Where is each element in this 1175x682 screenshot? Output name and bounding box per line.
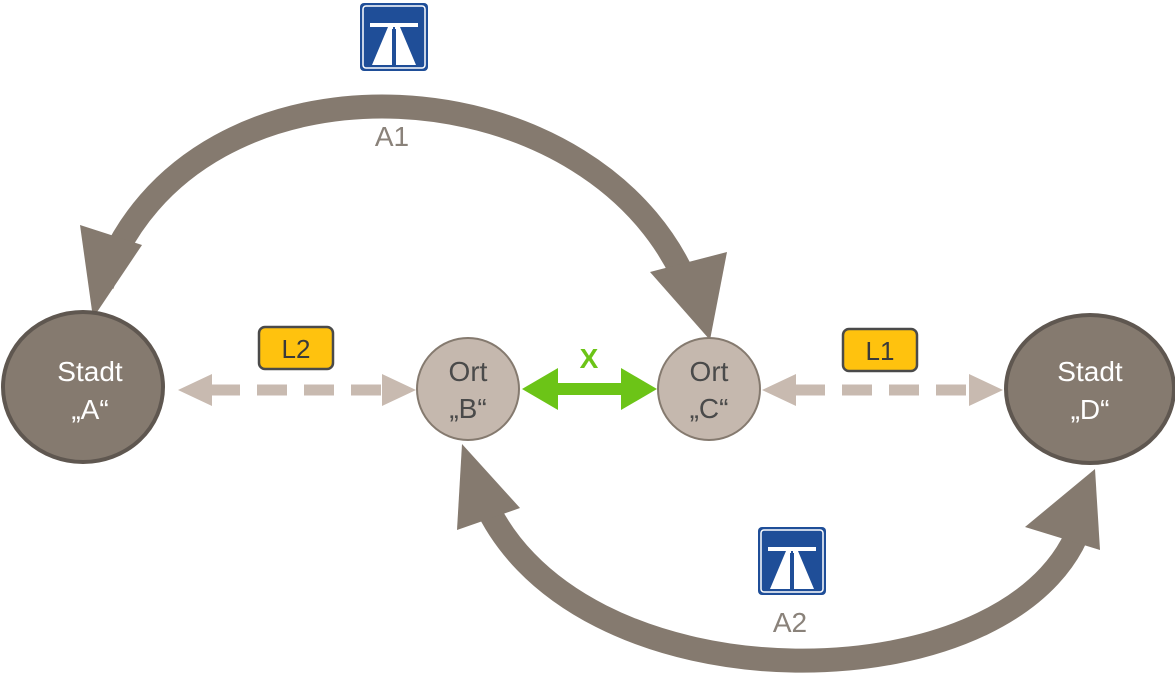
l1-road-arrow [762,374,1003,406]
a1-road-label: A1 [375,121,409,152]
x-connection-label: X [580,343,599,374]
a1-motorway-arrow [80,94,705,318]
node-stadt-a: Stadt „A“ [1,310,165,464]
x-connection-arrow [522,368,657,410]
a2-motorway-arrow [457,444,1100,673]
motorway-sign-icon [758,527,826,595]
node-stadt-d: Stadt „D“ [1004,313,1175,465]
node-stadt-d-label-line1: Stadt [1057,356,1123,387]
l2-badge-label: L2 [282,334,311,364]
a2-road-label: A2 [773,607,807,638]
node-stadt-d-label-line2: „D“ [1071,394,1110,425]
node-ort-c-label-line1: Ort [690,356,729,387]
node-ort-b-label-line1: Ort [449,356,488,387]
node-stadt-a-label-line1: Stadt [57,356,123,387]
l1-badge-label: L1 [866,336,895,366]
l1-badge: L1 [841,327,919,373]
node-ort-b-label-line2: „B“ [449,393,486,424]
l2-road-arrow [178,374,416,406]
node-ort-b: Ort „B“ [416,337,520,441]
motorway-sign-icon [360,3,428,71]
node-ort-c-label-line2: „C“ [690,393,729,424]
node-ort-c: Ort „C“ [657,337,761,441]
l2-badge: L2 [257,325,335,371]
node-stadt-a-label-line2: „A“ [71,394,108,425]
a1-arrow-tail-head [650,252,727,340]
